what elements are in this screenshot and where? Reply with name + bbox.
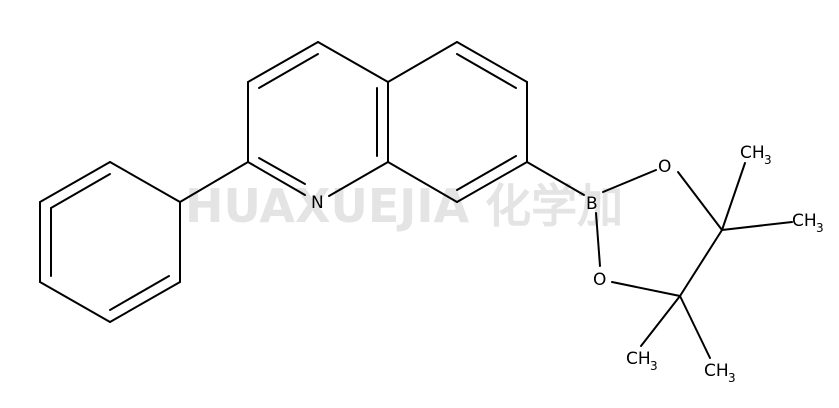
double-bond-inner xyxy=(456,53,517,89)
bond xyxy=(721,162,746,231)
bond xyxy=(109,281,181,323)
methyl-label: CH xyxy=(740,143,765,163)
bond xyxy=(387,161,458,203)
bond xyxy=(39,161,111,203)
methyl-subscript: 3 xyxy=(816,221,824,235)
bond xyxy=(456,161,528,203)
double-bond-inner xyxy=(109,275,170,311)
bond xyxy=(640,295,681,347)
watermark-text: HUAXUEJIA 化学加 xyxy=(185,179,623,233)
bond xyxy=(602,169,657,193)
bond xyxy=(595,212,601,267)
oxygen-label-top: O xyxy=(658,157,671,177)
bond xyxy=(611,281,681,297)
bond xyxy=(247,41,319,83)
phenyl-ring xyxy=(39,161,181,323)
bond xyxy=(317,41,389,83)
bond xyxy=(109,161,181,203)
methyl-bottom-right: CH 3 xyxy=(704,361,736,385)
methyl-label: CH xyxy=(792,211,817,231)
nitrogen-label: N xyxy=(311,193,324,213)
bond xyxy=(39,281,111,323)
double-bond-inner xyxy=(456,155,517,191)
methyl-bottom-left: CH 3 xyxy=(626,349,658,373)
bond xyxy=(247,161,306,196)
methyl-label: CH xyxy=(626,349,651,369)
bond xyxy=(677,171,723,231)
pyridine-ring xyxy=(247,41,389,197)
boron-label: B xyxy=(586,194,598,214)
dioxaborolane-ring xyxy=(595,169,723,297)
methyl-label: CH xyxy=(704,361,729,381)
methyl-subscript: 3 xyxy=(650,359,658,373)
bond xyxy=(328,161,389,197)
double-bond-inner xyxy=(258,157,306,185)
bond xyxy=(679,295,711,359)
bond xyxy=(679,229,723,297)
methyl-top: CH 3 xyxy=(740,143,772,167)
double-bond-inner xyxy=(258,53,319,89)
bond xyxy=(387,41,458,83)
methyl-right: CH 3 xyxy=(792,211,824,235)
bond xyxy=(526,161,585,196)
bond xyxy=(179,161,249,203)
methyl-subscript: 3 xyxy=(764,153,772,167)
bond xyxy=(721,221,793,231)
methyl-subscript: 3 xyxy=(728,371,736,385)
bond xyxy=(456,41,528,83)
oxygen-label-bottom: O xyxy=(593,270,606,290)
benzo-ring xyxy=(387,41,528,203)
double-bond-inner xyxy=(50,173,111,209)
